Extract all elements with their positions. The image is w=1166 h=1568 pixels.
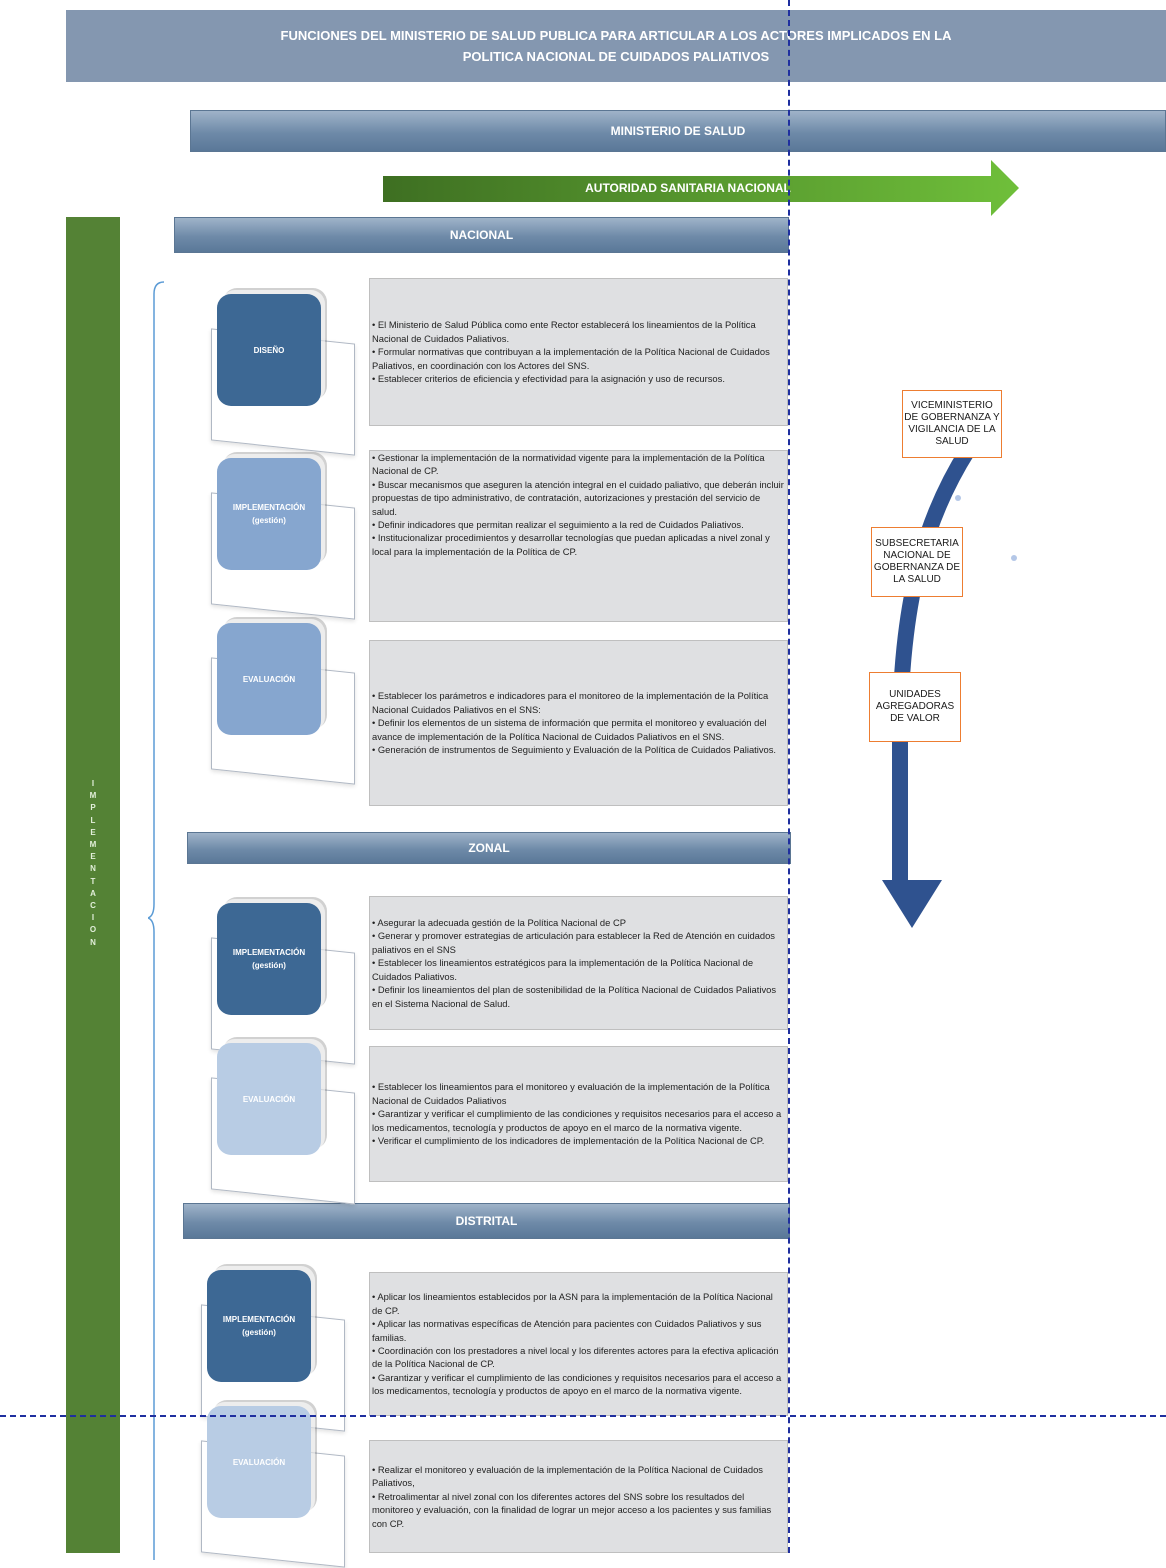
implementacion-letter: M bbox=[89, 791, 97, 801]
implementacion-letter: N bbox=[90, 864, 96, 874]
text-distrital-evaluacion: • Realizar el monitoreo y evaluación de … bbox=[369, 1440, 788, 1553]
implementacion-bar bbox=[66, 217, 120, 1553]
implementacion-letter: N bbox=[90, 937, 96, 947]
autoridad-label: AUTORIDAD SANITARIA NACIONAL bbox=[585, 181, 791, 195]
card-evaluacion-label: EVALUACIÓN bbox=[207, 1406, 311, 1518]
card-nacional-implementacion: IMPLEMENTACIÓN(gestión) bbox=[205, 450, 365, 620]
horizontal-guide-line bbox=[0, 1415, 1166, 1417]
subsecretaria-box: SUBSECRETARIA NACIONAL DE GOBERNANZA DE … bbox=[871, 527, 963, 597]
implementacion-letter: O bbox=[89, 925, 97, 935]
decor-dot bbox=[1011, 555, 1017, 561]
card-nacional-evaluacion: EVALUACIÓN bbox=[205, 615, 365, 785]
implementacion-letter: L bbox=[90, 815, 96, 825]
card-zonal-implementacion: IMPLEMENTACIÓN(gestión) bbox=[205, 895, 365, 1065]
zonal-bar: ZONAL bbox=[187, 832, 791, 864]
card-implementacion-label: IMPLEMENTACIÓN(gestión) bbox=[217, 458, 321, 570]
title-line-1: FUNCIONES DEL MINISTERIO DE SALUD PUBLIC… bbox=[280, 28, 952, 43]
card-implementacion-label: IMPLEMENTACIÓN(gestión) bbox=[207, 1270, 311, 1382]
arrow-head bbox=[882, 880, 942, 928]
nacional-bar: NACIONAL bbox=[174, 217, 789, 253]
implementacion-letter: A bbox=[90, 888, 96, 898]
title-line-2: POLITICA NACIONAL DE CUIDADOS PALIATIVOS bbox=[462, 49, 770, 64]
card-distrital-evaluacion: EVALUACIÓN bbox=[195, 1398, 355, 1568]
card-diseno-label: DISEÑO bbox=[217, 294, 321, 406]
viceministerio-box: VICEMINISTERIO DE GOBERNANZA Y VIGILANCI… bbox=[902, 390, 1002, 458]
implementacion-letter: I bbox=[91, 913, 95, 923]
implementacion-letter: C bbox=[90, 901, 96, 911]
section-brace bbox=[148, 281, 165, 1560]
distrital-bar: DISTRITAL bbox=[183, 1203, 790, 1239]
text-nacional-diseno: • El Ministerio de Salud Pública como en… bbox=[369, 278, 788, 426]
card-implementacion-label: IMPLEMENTACIÓN(gestión) bbox=[217, 903, 321, 1015]
text-zonal-implementacion: • Asegurar la adecuada gestión de la Pol… bbox=[369, 896, 788, 1030]
text-distrital-implementacion: • Aplicar los lineamientos establecidos … bbox=[369, 1272, 788, 1416]
card-evaluacion-label: EVALUACIÓN bbox=[217, 623, 321, 735]
unidades-box: UNIDADES AGREGADORAS DE VALOR bbox=[869, 672, 961, 742]
nacional-label: NACIONAL bbox=[449, 228, 514, 242]
diagram-title: FUNCIONES DEL MINISTERIO DE SALUD PUBLIC… bbox=[66, 10, 1166, 82]
ministerio-label: MINISTERIO DE SALUD bbox=[610, 124, 746, 138]
text-nacional-evaluacion: • Establecer los parámetros e indicadore… bbox=[369, 640, 788, 806]
implementacion-letter: T bbox=[90, 876, 96, 886]
vertical-guide-line bbox=[788, 0, 790, 1553]
card-zonal-evaluacion: EVALUACIÓN bbox=[205, 1035, 365, 1205]
card-nacional-diseno: DISEÑO bbox=[205, 286, 365, 456]
implementacion-letter: P bbox=[90, 803, 96, 813]
card-evaluacion-label: EVALUACIÓN bbox=[217, 1043, 321, 1155]
implementacion-letter: I bbox=[91, 779, 95, 788]
implementacion-letter: E bbox=[90, 827, 96, 837]
text-zonal-evaluacion: • Establecer los lineamientos para el mo… bbox=[369, 1046, 788, 1182]
autoridad-arrow-shape bbox=[383, 160, 1019, 216]
zonal-label: ZONAL bbox=[468, 841, 510, 855]
card-distrital-implementacion: IMPLEMENTACIÓN(gestión) bbox=[195, 1262, 355, 1432]
implementacion-letter: M bbox=[89, 840, 97, 850]
implementacion-letter: E bbox=[90, 852, 96, 862]
ministerio-bar: MINISTERIO DE SALUD bbox=[190, 110, 1166, 152]
text-nacional-implementacion: • Gestionar la implementación de la norm… bbox=[369, 450, 788, 622]
autoridad-arrow: AUTORIDAD SANITARIA NACIONAL bbox=[383, 160, 1019, 216]
distrital-label: DISTRITAL bbox=[455, 1214, 518, 1228]
